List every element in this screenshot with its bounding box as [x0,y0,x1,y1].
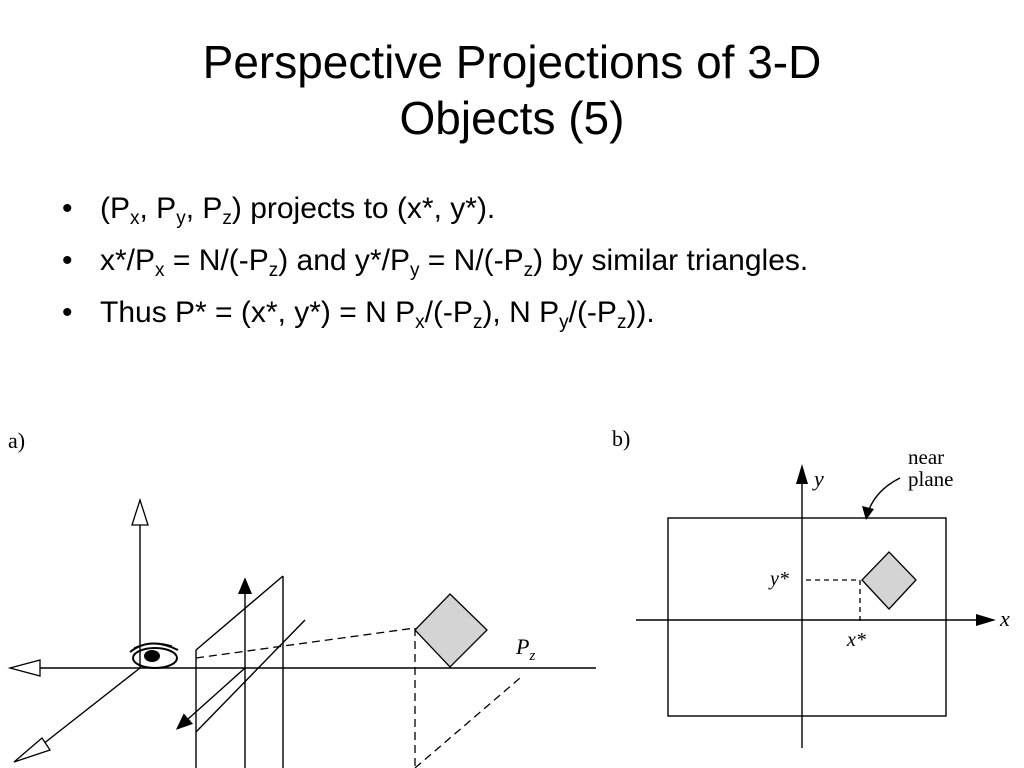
title-line-1: Perspective Projections of 3-D [202,36,822,88]
object-diamond [414,593,488,668]
near-plane-label: near plane [908,445,953,491]
slide-title: Perspective Projections of 3-D Objects (… [60,34,964,146]
axis-arrow-diagonal-icon [13,737,52,763]
bullet-3: •Thus P* = (x*, y*) = N Px/(-Pz), N Py/(… [62,296,655,333]
title-line-2: Objects (5) [399,92,625,144]
x-axis-label: x [999,606,1010,631]
bullet-2: •x*/Px = N/(-Pz) and y*/Py = N/(-Pz) by … [62,244,809,281]
projected-diamond [861,551,917,610]
eye-icon [129,642,179,669]
pz-label: Pz [515,634,535,664]
figure-b-near-plane-view: b) y x near plane y* x* [612,426,1010,748]
figure-a-panel-label: a) [8,428,25,453]
bullet-dot: • [62,296,73,329]
bullet-1: •(Px, Py, Pz) projects to (x*, y*). [62,192,496,229]
near-plane-rect [667,517,947,717]
bullet-dot: • [62,244,73,277]
x-axis-arrow-icon [976,614,996,626]
y-axis-label: y [812,466,824,491]
near-plane-pointer-icon [862,506,874,520]
axis-arrow-left-icon [7,659,41,677]
figure-b-panel-label: b) [612,426,630,451]
figure-a-perspective: a) Pz [7,428,596,768]
bullet-dot: • [62,192,73,225]
y-axis-arrow-icon [796,464,808,484]
bullet-list: •(Px, Py, Pz) projects to (x*, y*). •x*/… [62,190,962,346]
x-star-label: x* [846,629,866,651]
axis-arrow-up-icon [131,497,149,526]
y-star-label: y* [768,568,789,590]
